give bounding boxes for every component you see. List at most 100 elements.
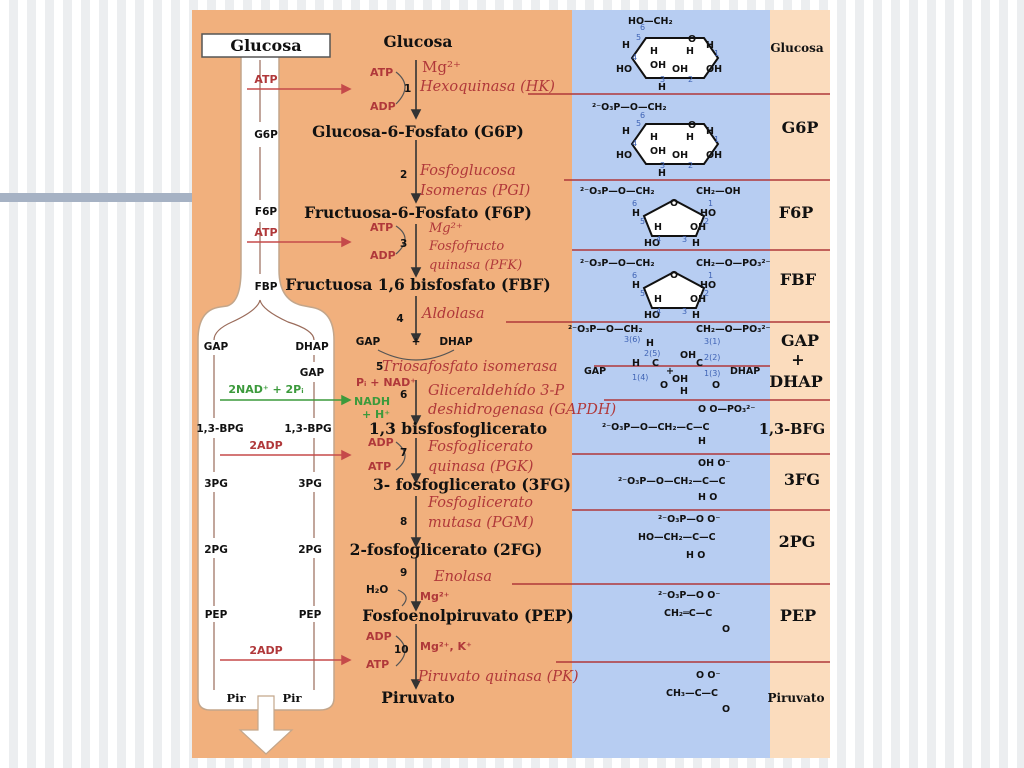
svg-text:H: H [646,338,654,349]
svg-text:CH₂—OH: CH₂—OH [696,186,741,197]
enzyme-pgi-1: Fosfoglucosa [419,163,516,179]
step-6: 6 [400,389,407,401]
svg-text:+: + [666,366,674,377]
cof-h2o: H₂O [366,584,388,596]
step-9: 9 [400,567,407,579]
svg-text:GAP: GAP [584,366,606,377]
cof-mgk: Mg²⁺, K⁺ [420,640,472,653]
flow-right-2pg: 2PG [298,544,322,556]
enzyme-pk: Piruvato quinasa (PK) [417,669,579,685]
flow-left-13bpg: 1,3-BPG [196,423,243,435]
svg-text:H: H [654,294,662,305]
svg-text:OH: OH [672,374,688,385]
svg-text:2(2): 2(2) [704,353,720,362]
enzyme-aldolasa: Aldolasa [420,306,485,322]
step-5: 5 [376,361,383,373]
structure-3fg: OH O⁻ ²⁻O₃P—O—CH₂—C—C H O [618,458,730,503]
svg-text:²⁻O₃P—O O⁻: ²⁻O₃P—O O⁻ [658,514,720,525]
abbr-g6p: G6P [782,118,819,137]
step-8: 8 [400,516,407,528]
structure-2fg: ²⁻O₃P—O O⁻ HO—CH₂—C—C H O [638,514,720,561]
flow-left-3pg: 3PG [204,478,228,490]
svg-text:O O—PO₃²⁻: O O—PO₃²⁻ [698,404,755,415]
cof-adp-3: ADP [370,249,396,262]
svg-text:H: H [632,358,640,369]
svg-text:H O: H O [698,492,717,503]
flow-outline [197,55,335,711]
svg-text:1(3): 1(3) [704,369,720,378]
reactant-2adp-2: 2ADP [249,644,282,657]
svg-text:H: H [622,126,630,137]
svg-text:2: 2 [688,161,693,170]
metabolite-13bfg: 1,3 bisfosfoglicerato [369,419,547,438]
flow-right-3pg: 3PG [298,478,322,490]
svg-text:OH: OH [680,350,696,361]
enzyme-pgk-1: Fosfoglicerato [427,439,533,455]
svg-text:O: O [712,380,720,391]
reactant-atp-1: ATP [254,73,277,86]
svg-text:1: 1 [708,271,713,280]
cof-mg-9: Mg²⁺ [420,590,450,603]
enzyme-enolasa: Enolasa [433,569,492,585]
cof-atp-3: ATP [370,221,393,234]
decorative-bar [0,193,200,202]
enzyme-pgi-2: Isomeras (PGI) [419,183,530,199]
metabolite-g6p: Glucosa-6-Fosfato (G6P) [312,122,524,141]
svg-text:6: 6 [632,199,637,208]
svg-text:3: 3 [660,161,665,170]
svg-text:3: 3 [682,235,687,244]
svg-text:O: O [688,34,696,45]
flow-left-pep: PEP [205,609,228,621]
flow-left-gap: GAP [204,341,229,353]
abbr-3fg: 3FG [784,470,820,489]
split-dhap: DHAP [439,336,473,348]
svg-text:²⁻O₃P—O—CH₂—C—C: ²⁻O₃P—O—CH₂—C—C [602,422,710,433]
metabolite-fbf: Fructuosa 1,6 bisfosfato (FBF) [285,275,550,294]
svg-text:H: H [706,40,714,51]
flow-left-2pg: 2PG [204,544,228,556]
svg-text:H: H [632,208,640,219]
abbr-dhap: DHAP [769,372,822,391]
enzyme-pgk-2: quinasa (PGK) [428,459,533,475]
enzyme-pfk-2: quinasa (PFK) [429,258,522,273]
svg-text:²⁻O₃P—O—CH₂: ²⁻O₃P—O—CH₂ [580,186,655,197]
svg-text:HO: HO [700,208,716,219]
reactant-arrows [220,83,352,666]
structure-piruvato: O O⁻ CH₃—C—C O [666,670,730,715]
metabolite-2fg: 2-fosfoglicerato (2FG) [350,540,543,559]
svg-text:5: 5 [636,119,641,128]
svg-text:1: 1 [714,49,719,58]
svg-text:6: 6 [632,271,637,280]
svg-text:CH₂—O—PO₃²⁻: CH₂—O—PO₃²⁻ [696,324,771,335]
svg-text:O: O [722,704,730,715]
flow-start-label: Glucosa [230,36,301,55]
structure-gap-dhap: ²⁻O₃P—O—CH₂ CH₂—O—PO₃²⁻ 3(6) 2(5) 1(4) 3… [568,324,771,397]
svg-text:5: 5 [640,289,645,298]
svg-text:HO: HO [644,238,660,249]
svg-text:C: C [652,358,659,369]
svg-text:H: H [706,126,714,137]
svg-text:4: 4 [632,139,637,148]
svg-text:²⁻O₃P—O—CH₂: ²⁻O₃P—O—CH₂ [568,324,643,335]
enzyme-pfk-0: Mg²⁺ [428,221,463,236]
svg-text:H: H [658,168,666,179]
cofactor-curves [377,71,455,667]
svg-text:4: 4 [656,307,661,316]
svg-text:2: 2 [704,217,709,226]
enzyme-gapdh-1: Gliceraldehído 3-P [428,383,564,399]
abbr-fbf: FBF [780,270,817,289]
cof-mg-big: Mg²⁺ [422,58,461,76]
svg-text:CH₂—O—PO₃²⁻: CH₂—O—PO₃²⁻ [696,258,771,269]
svg-text:3: 3 [660,75,665,84]
step-10: 10 [394,644,409,656]
svg-text:6: 6 [640,23,645,32]
flow-label-f6p: F6P [255,206,277,218]
svg-text:CH₂═C—C: CH₂═C—C [664,608,712,619]
enzyme-gapdh-2: deshidrogenasa (GAPDH) [428,402,616,418]
svg-text:1: 1 [714,135,719,144]
svg-text:HO: HO [644,310,660,321]
abbreviation-column [770,10,830,758]
svg-text:3(1): 3(1) [704,337,720,346]
svg-text:6: 6 [640,111,645,120]
